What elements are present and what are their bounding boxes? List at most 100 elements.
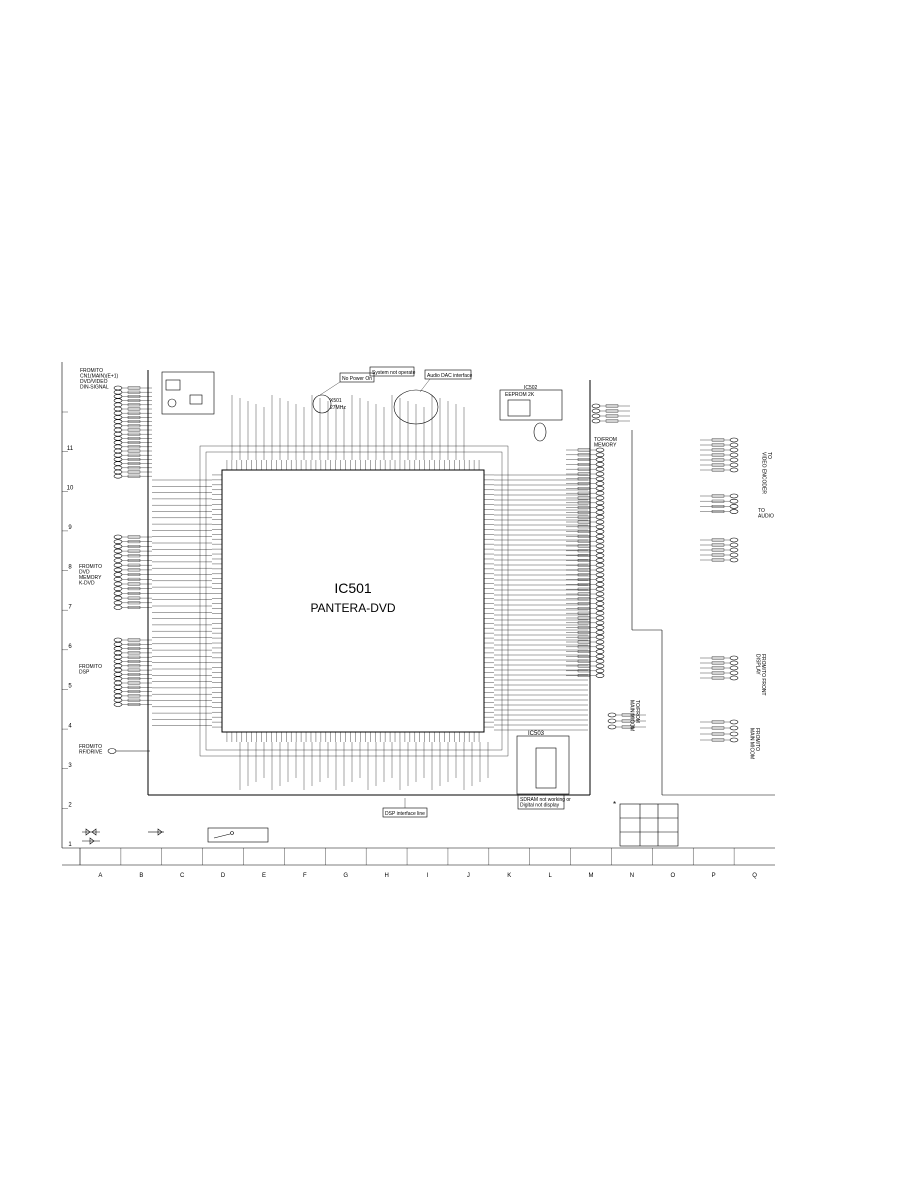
connector-label-stub: [127, 407, 141, 411]
connector-main-micom: [607, 712, 739, 743]
connector-pin: [595, 620, 605, 626]
connector-pin: [113, 548, 123, 554]
connector-top-left: [113, 385, 152, 479]
connector-label-stub: [127, 677, 141, 681]
connector-pin: [729, 442, 739, 448]
connector-label-stub: [621, 719, 635, 723]
connector-label-stub: [127, 638, 141, 642]
connector-label-stub: [577, 520, 591, 524]
connector-label-stub: [711, 463, 725, 467]
connector-label-stub: [127, 647, 141, 650]
eeprom-part: EEPROM 2K: [505, 392, 535, 398]
connector-pin: [595, 543, 605, 549]
connector-front-display: [700, 655, 739, 681]
label-video-encoder: TOVIDEO ENCODER: [761, 452, 773, 494]
connector-pin: [595, 601, 605, 606]
connector-label-stub: [605, 404, 619, 408]
callout-dsp-interface: DSP interface line: [382, 798, 428, 818]
connector-label-stub: [127, 416, 141, 419]
connector-label-stub: [577, 645, 591, 649]
connector-pin: [595, 596, 605, 602]
connector-label-stub: [711, 548, 725, 552]
connector-pin: [595, 471, 605, 477]
grid-row-1: 1: [68, 842, 72, 848]
connector-pin: [595, 558, 605, 563]
connector-label-stub: [621, 725, 635, 729]
connector-label-stub: [127, 403, 141, 407]
connector-pin: [595, 452, 605, 458]
connector-pin: [729, 437, 739, 443]
connector-pin: [607, 718, 617, 724]
main-ic-ref: IC501: [334, 580, 372, 596]
connector-pin: [729, 504, 739, 509]
connector-pin: [595, 586, 605, 592]
connector-label-stub: [127, 660, 141, 663]
crystal-freq: 27MHz: [330, 405, 346, 411]
connector-pin: [113, 663, 123, 669]
ic503-ref: IC503: [528, 731, 545, 737]
connector-pin: [113, 672, 123, 677]
connector-label-stub: [127, 554, 141, 558]
connector-label-stub: [577, 477, 591, 481]
connector-label-stub: [127, 690, 141, 693]
connector-label-stub: [127, 606, 141, 609]
grid-col-N: N: [630, 873, 634, 879]
connector-pin: [113, 641, 123, 647]
connector-label-stub: [577, 549, 591, 553]
connector-pin: [595, 668, 605, 674]
connector-pin: [595, 510, 605, 515]
connector-label-stub: [577, 458, 591, 461]
bus-wires: [152, 395, 588, 790]
eeprom-ic502: IC502 EEPROM 2K: [499, 385, 563, 421]
connector-label-stub: [127, 703, 141, 706]
grid-row-9: 9: [68, 525, 72, 531]
connector-pin: [591, 413, 601, 419]
connector-label-stub: [577, 501, 591, 505]
connector-pin: [595, 457, 605, 462]
connector-pin: [113, 586, 123, 592]
connector-pin: [729, 542, 739, 548]
connector-label-stub: [127, 395, 141, 398]
connector-label-stub: [577, 568, 591, 572]
connector-label-stub: [127, 441, 141, 444]
connector-label-stub: [127, 698, 141, 702]
grid-row-10: 10: [67, 485, 74, 491]
connector-label-stub: [127, 535, 141, 539]
connector-pin: [595, 630, 605, 635]
connector-label-stub: [577, 453, 591, 457]
connector-label-stub: [711, 666, 725, 670]
connector-pin: [729, 675, 739, 681]
connector-pin: [595, 524, 605, 530]
connector-pin: [113, 667, 123, 673]
svg-text:DSP interface line: DSP interface line: [385, 811, 425, 817]
connector-pin: [113, 684, 123, 690]
connector-label-stub: [577, 607, 591, 610]
connector-label-stub: [577, 631, 591, 634]
connector-label-stub: [711, 510, 725, 513]
connector-label-stub: [127, 577, 141, 581]
connector-pin: [595, 610, 605, 616]
connector-label-stub: [577, 655, 591, 658]
routing-frame-outer: [199, 445, 509, 757]
connector-pin: [595, 615, 605, 621]
connector-pin: [595, 486, 605, 491]
ic503: IC503: [516, 731, 570, 795]
connector-label-stub: [127, 420, 141, 423]
connector-label-stub: [127, 428, 141, 432]
connector-pin: [113, 693, 123, 699]
connector-pin: [595, 519, 605, 525]
grid-col-P: P: [712, 873, 716, 879]
connector-label-stub: [711, 438, 725, 442]
connector-label-stub: [127, 411, 141, 415]
connector-pin: [595, 634, 605, 640]
connector-pin: [113, 436, 123, 441]
grid-row-2: 2: [68, 803, 72, 809]
grid-row-11: 11: [67, 446, 74, 452]
connector-pin: [113, 595, 123, 601]
connector-label-stub: [711, 543, 725, 547]
connector-pin: [729, 537, 739, 543]
grid-col-B: B: [139, 873, 143, 879]
connector-pin: [113, 576, 123, 582]
connector-label-stub: [711, 494, 725, 498]
connector-pin: [595, 591, 605, 597]
